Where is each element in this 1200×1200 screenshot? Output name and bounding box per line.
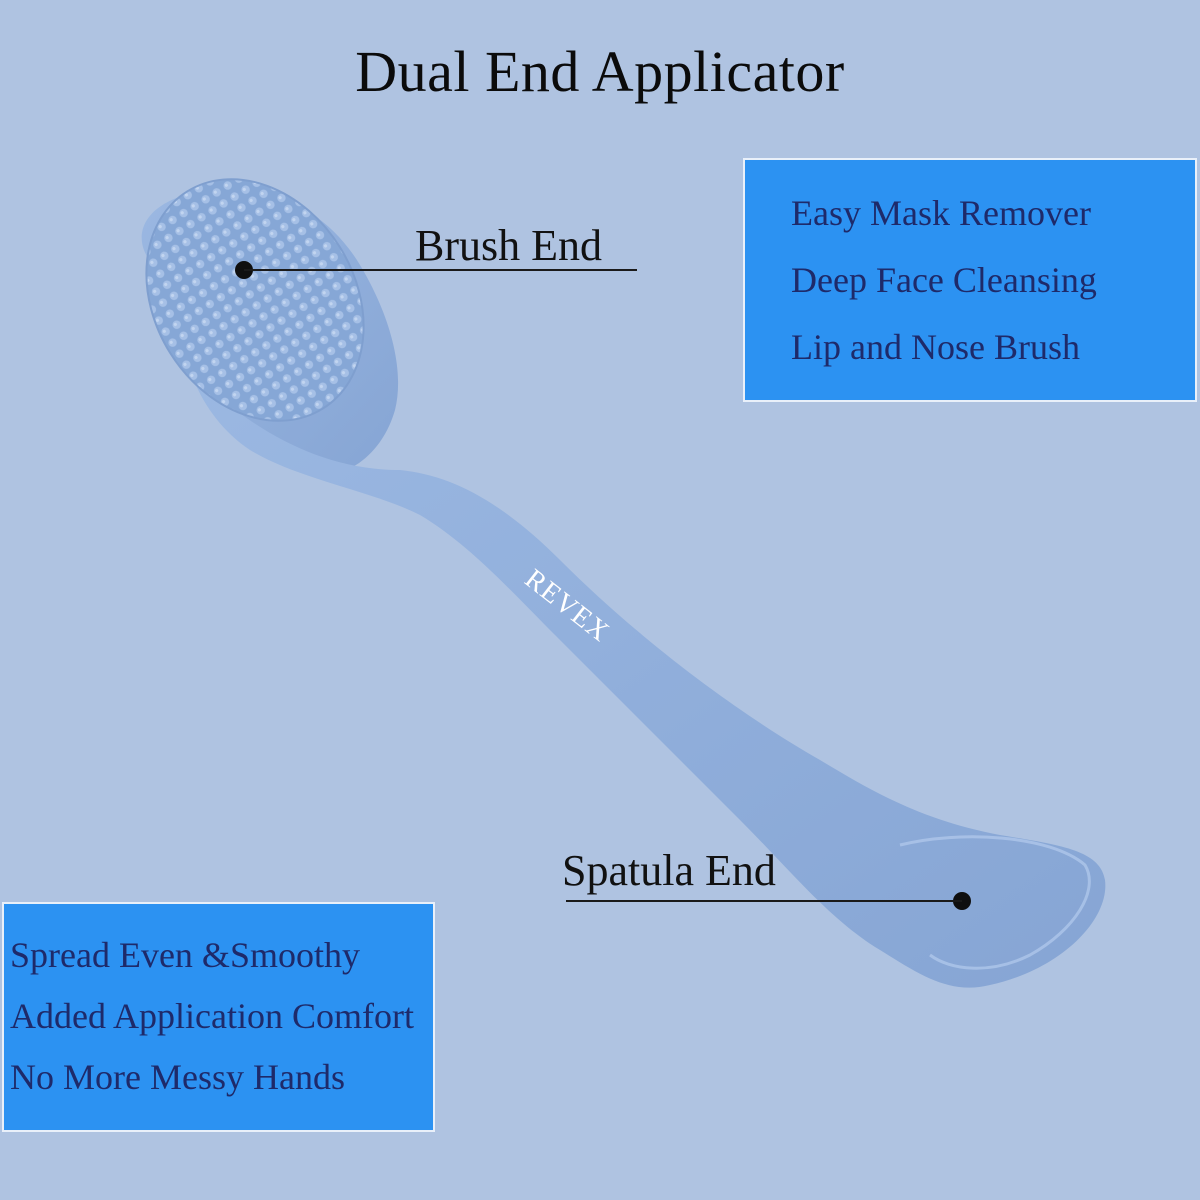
page-title: Dual End Applicator bbox=[355, 39, 845, 104]
spatula-end-leader bbox=[566, 900, 962, 902]
brush-end-leader bbox=[244, 269, 637, 271]
feature-item: No More Messy Hands bbox=[10, 1057, 345, 1097]
feature-item: Lip and Nose Brush bbox=[791, 327, 1080, 367]
spatula-features-box: Spread Even &Smoothy Added Application C… bbox=[2, 902, 435, 1132]
feature-item: Spread Even &Smoothy bbox=[10, 935, 360, 975]
feature-item: Deep Face Cleansing bbox=[791, 260, 1097, 300]
handle-body bbox=[190, 370, 1106, 988]
spatula-end-marker bbox=[953, 892, 971, 910]
brush-bristles bbox=[146, 179, 364, 421]
brush-features-box: Easy Mask Remover Deep Face Cleansing Li… bbox=[743, 158, 1197, 402]
brush-end-label: Brush End bbox=[415, 221, 602, 270]
feature-item: Added Application Comfort bbox=[10, 996, 414, 1036]
spatula-end-label: Spatula End bbox=[562, 846, 776, 895]
feature-item: Easy Mask Remover bbox=[791, 193, 1091, 233]
